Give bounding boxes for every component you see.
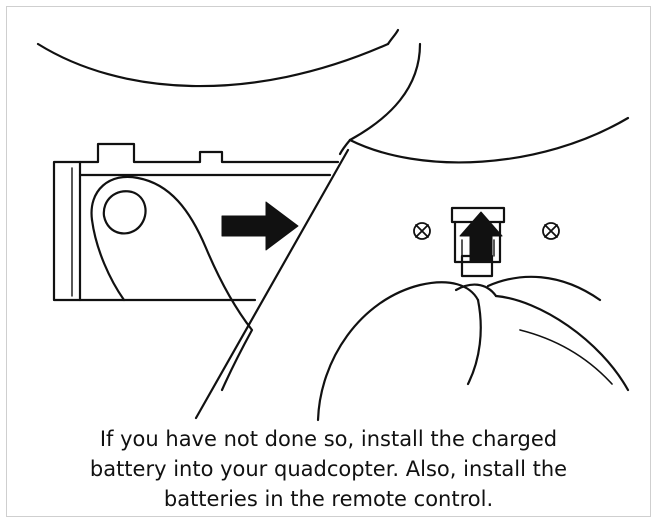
instruction-panel bbox=[6, 6, 651, 517]
instruction-caption: If you have not done so, install the cha… bbox=[10, 424, 647, 514]
quadcopter-body-outline bbox=[36, 28, 400, 88]
caption-line-3: batteries in the remote control. bbox=[163, 487, 494, 511]
battery-compartment bbox=[52, 142, 340, 302]
panel-divider bbox=[194, 148, 350, 420]
screw-icon-left bbox=[413, 222, 431, 240]
screw-icon-right bbox=[542, 222, 560, 240]
caption-line-1: If you have not done so, install the cha… bbox=[99, 427, 558, 451]
caption-line-2: battery into your quadcopter. Also, inst… bbox=[89, 457, 568, 481]
arrow-right-icon bbox=[221, 201, 299, 251]
arrow-up-icon bbox=[459, 211, 503, 263]
fingers-right bbox=[316, 275, 630, 422]
thumb-left bbox=[90, 175, 254, 392]
remote-body-outline bbox=[338, 42, 630, 164]
